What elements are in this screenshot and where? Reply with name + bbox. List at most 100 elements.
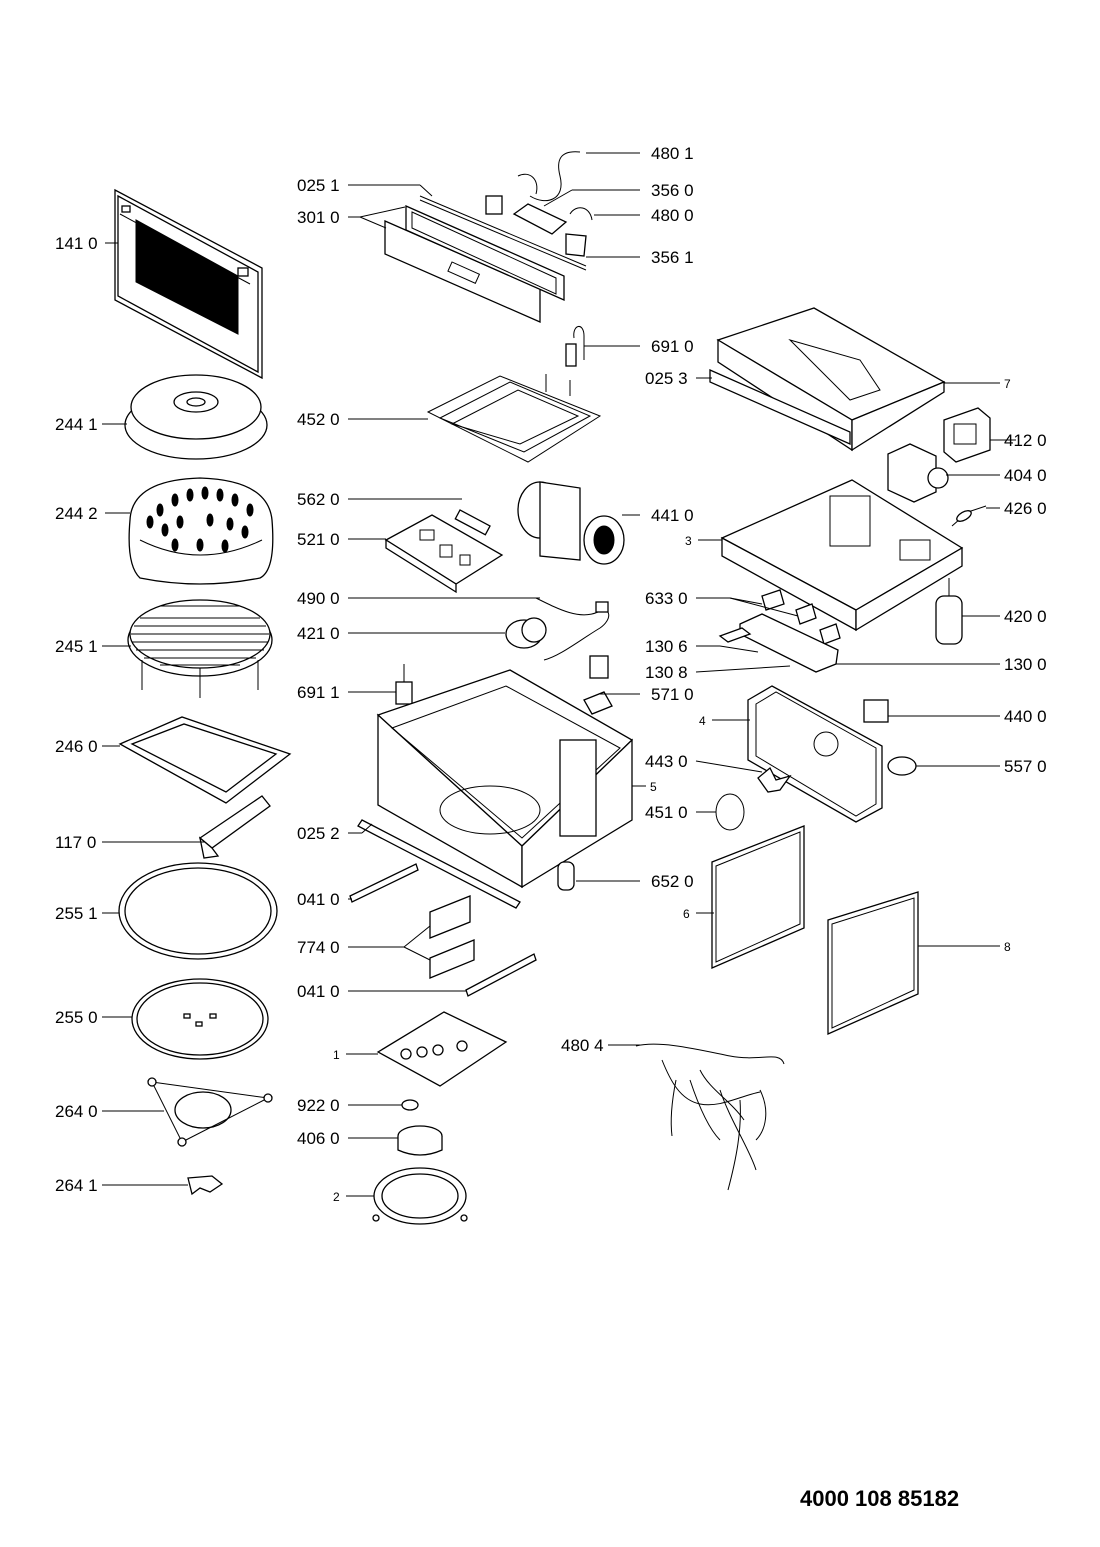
part-roller-support bbox=[147, 1077, 273, 1147]
part-motor-plate bbox=[376, 1011, 508, 1087]
part-turntable-plate bbox=[131, 978, 269, 1060]
part-lamp-holder bbox=[395, 664, 413, 705]
part-door bbox=[114, 188, 263, 380]
part-trim-strip bbox=[357, 819, 521, 909]
label-480-4: 480 4 bbox=[561, 1036, 604, 1055]
part-side-panel-left bbox=[711, 825, 805, 969]
label-521-0: 521 0 bbox=[297, 530, 340, 549]
part-oven-cavity bbox=[376, 669, 634, 889]
part-control-panel bbox=[384, 195, 587, 323]
label-6: 6 bbox=[683, 907, 690, 921]
label-3: 3 bbox=[685, 534, 692, 548]
part-main-wire-harness bbox=[635, 1043, 785, 1191]
label-2: 2 bbox=[333, 1190, 340, 1204]
part-fan-blade bbox=[757, 766, 792, 793]
label-421-0: 421 0 bbox=[297, 624, 340, 643]
part-rear-wall bbox=[747, 685, 883, 823]
label-8: 8 bbox=[1004, 940, 1011, 954]
label-571-0: 571 0 bbox=[651, 685, 694, 704]
label-130-8: 130 8 bbox=[645, 663, 688, 682]
label-562-0: 562 0 bbox=[297, 490, 340, 509]
part-thermostat bbox=[887, 756, 917, 776]
label-264-1: 264 1 bbox=[55, 1176, 98, 1195]
label-922-0: 922 0 bbox=[297, 1096, 340, 1115]
part-crisp-plate bbox=[128, 477, 274, 585]
label-5: 5 bbox=[650, 780, 657, 794]
label-404-0: 404 0 bbox=[1004, 466, 1047, 485]
label-264-0: 264 0 bbox=[55, 1102, 98, 1121]
part-hinge-upper bbox=[349, 863, 419, 903]
part-damper bbox=[557, 861, 575, 891]
part-wire-480-0 bbox=[569, 207, 593, 221]
label-412-0: 412 0 bbox=[1004, 431, 1047, 450]
part-handle bbox=[198, 795, 271, 859]
part-grill-element bbox=[426, 374, 602, 463]
label-025-1: 025 1 bbox=[297, 176, 340, 195]
label-691-0: 691 0 bbox=[651, 337, 694, 356]
label-480-1: 480 1 bbox=[651, 144, 694, 163]
label-774-0: 774 0 bbox=[297, 938, 340, 957]
label-025-2: 025 2 bbox=[297, 824, 340, 843]
label-451-0: 451 0 bbox=[645, 803, 688, 822]
label-691-1: 691 1 bbox=[297, 683, 340, 702]
label-244-2: 244 2 bbox=[55, 504, 98, 523]
label-041-0-a: 041 0 bbox=[297, 890, 340, 909]
part-fuse bbox=[454, 509, 491, 536]
part-coupler bbox=[187, 1175, 224, 1196]
label-557-0: 557 0 bbox=[1004, 757, 1047, 776]
label-1: 1 bbox=[333, 1048, 340, 1062]
label-245-1: 245 1 bbox=[55, 637, 98, 656]
part-cover bbox=[124, 374, 268, 460]
part-motor-capacitor bbox=[505, 617, 547, 649]
part-chassis bbox=[720, 479, 964, 632]
label-141-0: 141 0 bbox=[55, 234, 98, 253]
label-4: 4 bbox=[699, 714, 706, 728]
label-255-0: 255 0 bbox=[55, 1008, 98, 1027]
label-440-0: 440 0 bbox=[1004, 707, 1047, 726]
part-keypad bbox=[485, 195, 568, 235]
label-130-0: 130 0 bbox=[1004, 655, 1047, 674]
label-255-1: 255 1 bbox=[55, 904, 98, 923]
label-130-6: 130 6 bbox=[645, 637, 688, 656]
part-control-board bbox=[384, 514, 504, 594]
part-diode bbox=[951, 505, 987, 527]
part-side-panel-right bbox=[827, 891, 919, 1036]
label-7: 7 bbox=[1004, 377, 1011, 391]
part-brackets bbox=[429, 895, 475, 979]
label-246-0: 246 0 bbox=[55, 737, 98, 756]
part-door-switches bbox=[761, 589, 841, 645]
label-443-0: 443 0 bbox=[645, 752, 688, 771]
label-025-3: 025 3 bbox=[645, 369, 688, 388]
part-hv-capacitor bbox=[935, 578, 963, 645]
label-406-0: 406 0 bbox=[297, 1129, 340, 1148]
label-356-1: 356 1 bbox=[651, 248, 694, 267]
part-grill-rack bbox=[127, 599, 273, 698]
part-fan-motor bbox=[517, 481, 625, 565]
part-transformer bbox=[943, 407, 991, 463]
part-turntable-motor bbox=[397, 1125, 443, 1156]
label-490-0: 490 0 bbox=[297, 589, 340, 608]
part-bracket-356-1 bbox=[565, 233, 587, 257]
part-base-ring bbox=[372, 1167, 468, 1225]
label-420-0: 420 0 bbox=[1004, 607, 1047, 626]
label-117-0: 117 0 bbox=[55, 833, 96, 852]
label-041-0-b: 041 0 bbox=[297, 982, 340, 1001]
part-roller-ring bbox=[118, 862, 278, 960]
label-301-0: 301 0 bbox=[297, 208, 340, 227]
part-thermal-switch bbox=[583, 655, 613, 715]
label-652-0: 652 0 bbox=[651, 872, 694, 891]
part-hinge-lower bbox=[465, 953, 537, 997]
part-magnetron bbox=[887, 443, 949, 503]
label-441-0: 441 0 bbox=[651, 506, 694, 525]
label-452-0: 452 0 bbox=[297, 410, 340, 429]
part-baking-tray bbox=[118, 716, 292, 804]
part-washer bbox=[401, 1099, 419, 1111]
part-switch-bracket bbox=[718, 613, 839, 673]
label-633-0: 633 0 bbox=[645, 589, 688, 608]
part-mains-cord bbox=[535, 597, 610, 661]
part-relay bbox=[863, 699, 889, 723]
part-lamp bbox=[565, 326, 585, 367]
label-480-0: 480 0 bbox=[651, 206, 694, 225]
part-ring-heater bbox=[715, 793, 745, 831]
